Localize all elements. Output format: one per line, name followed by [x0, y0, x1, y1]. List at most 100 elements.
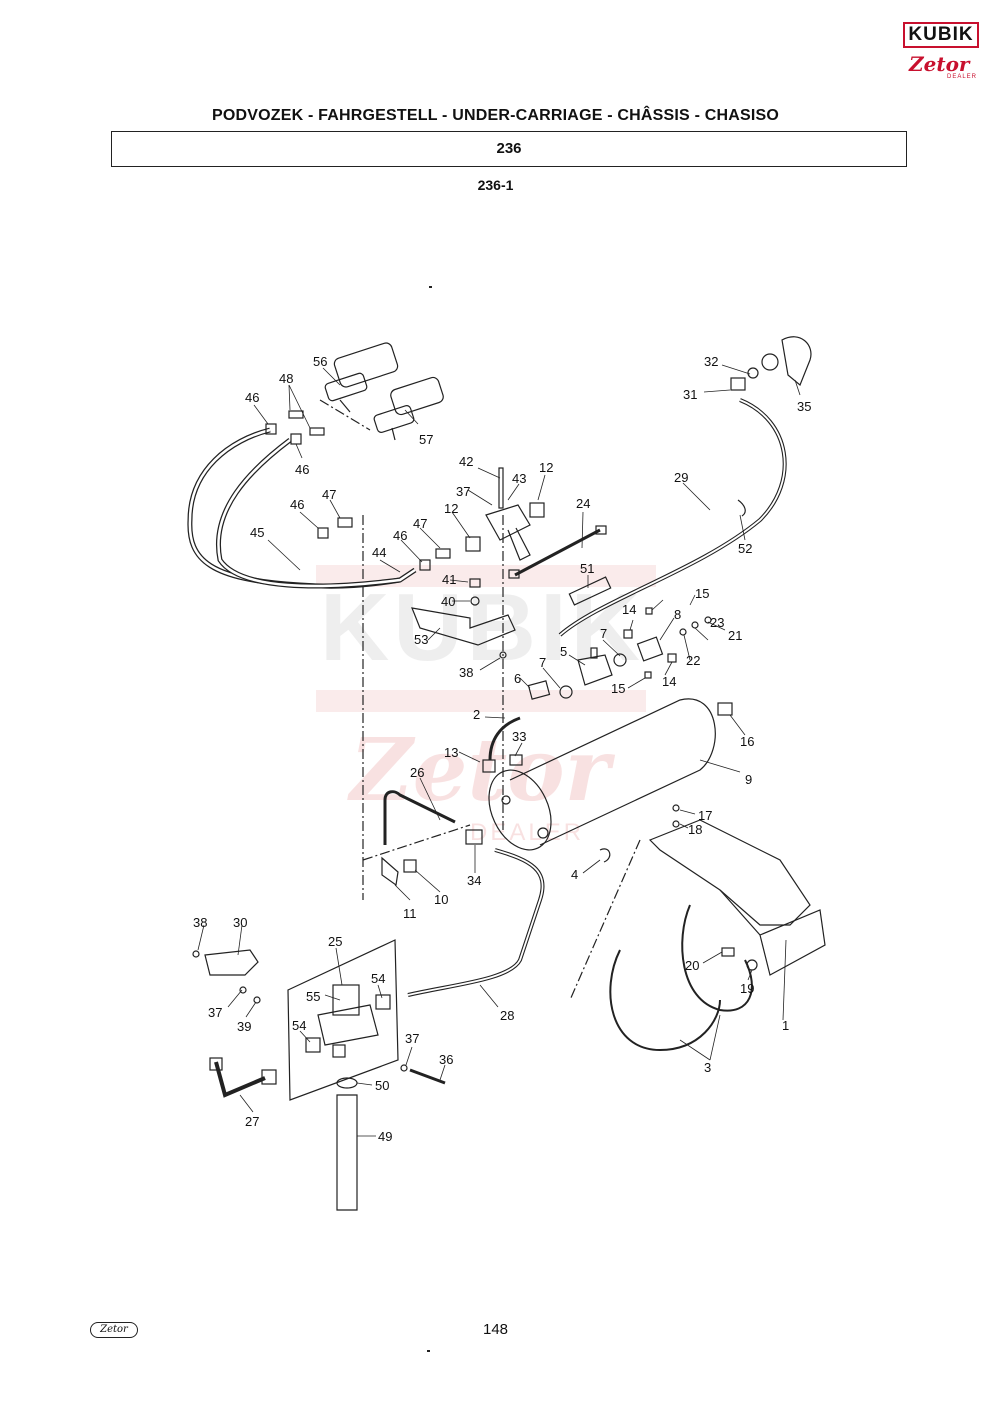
fitting-34	[465, 829, 483, 845]
part-label: 38	[459, 665, 473, 680]
part-label: 15	[611, 681, 625, 696]
fitting-6	[527, 680, 551, 700]
strap-3	[609, 949, 721, 1052]
rod-24-end	[595, 525, 607, 535]
valve-55	[317, 984, 379, 1058]
washer-18	[672, 820, 680, 828]
bolt-41	[469, 578, 481, 588]
fitting-10	[403, 859, 417, 873]
strap-3	[681, 904, 753, 1012]
part-label: 5	[560, 644, 567, 659]
part-label: 55	[306, 989, 320, 1004]
drawing	[187, 336, 826, 1211]
fitting-46	[317, 527, 329, 539]
part-label: 41	[442, 572, 456, 587]
subsection-number: 236-1	[477, 177, 514, 193]
page-title: PODVOZEK - FAHRGESTELL - UNDER-CARRIAGE …	[211, 107, 780, 124]
fitting-48	[288, 410, 304, 419]
leader-lines	[197, 364, 801, 1137]
fitting-54	[375, 994, 391, 1010]
fitting-12	[529, 502, 545, 518]
part-label: 16	[740, 734, 754, 749]
bracket-53	[411, 607, 516, 646]
part-label: 7	[600, 626, 607, 641]
watermark-brand: Zetor	[347, 720, 616, 821]
valve-5	[577, 647, 613, 686]
part-label: 14	[622, 602, 636, 617]
logo-brand: Zetor	[909, 52, 970, 76]
part-label: 20	[685, 958, 699, 973]
part-label: 46	[290, 497, 304, 512]
nut-38	[499, 651, 507, 659]
part-label: 49	[378, 1129, 392, 1144]
part-label: 19	[740, 981, 754, 996]
part-label: 13	[444, 745, 458, 760]
part-label: 56	[313, 354, 327, 369]
part-label: 57	[419, 432, 433, 447]
coupling-head-57	[373, 376, 444, 441]
bolt-39	[253, 996, 261, 1004]
screw-21	[704, 616, 712, 624]
fitting-12	[465, 536, 481, 552]
nut-38	[192, 950, 200, 958]
part-label: 7	[539, 655, 546, 670]
pipe-29-inner	[559, 399, 786, 636]
valve-43	[485, 467, 531, 561]
part-label: 33	[512, 729, 526, 744]
part-label: 29	[674, 470, 688, 485]
nut-14	[667, 653, 677, 663]
part-label: 40	[441, 594, 455, 609]
drain-valve-4	[599, 848, 611, 863]
fitting-46	[290, 433, 302, 445]
part-label: 25	[328, 934, 342, 949]
nut-37	[239, 986, 247, 994]
section-number: 236	[111, 131, 907, 167]
watermark-word: KUBIK	[320, 574, 644, 681]
fitting-47	[435, 548, 451, 559]
nut-17	[672, 804, 680, 812]
part-label: 48	[279, 371, 293, 386]
washer-19	[746, 959, 758, 971]
part-label: 46	[295, 462, 309, 477]
stray-mark	[429, 286, 432, 288]
part-label: 51	[580, 561, 594, 576]
fitting-47	[337, 517, 353, 528]
part-label: 45	[250, 525, 264, 540]
part-label: 28	[500, 1008, 514, 1023]
footer-brand-logo: Zetor	[90, 1322, 138, 1338]
nut-37	[400, 1064, 408, 1072]
part-label: 22	[686, 653, 700, 668]
part-label: 50	[375, 1078, 389, 1093]
part-label: 38	[193, 915, 207, 930]
part-label: 14	[662, 674, 676, 689]
fitting-27	[209, 1057, 223, 1071]
guide-line	[569, 839, 641, 1001]
spring-51	[568, 576, 612, 606]
elbow-11	[381, 856, 399, 887]
part-label: 31	[683, 387, 697, 402]
nut-15	[645, 607, 653, 615]
nut-14	[623, 629, 633, 639]
nut-15	[644, 671, 652, 679]
washer-23	[691, 621, 699, 629]
fitting-54	[305, 1037, 321, 1053]
part-label: 2	[473, 707, 480, 722]
fitting-13	[482, 759, 496, 773]
part-label: 8	[674, 607, 681, 622]
part-labels: 56 48 46 46 57 42 37 43 12 24 12 47 46 4…	[193, 354, 811, 1144]
part-label: 42	[459, 454, 473, 469]
part-label: 18	[688, 822, 702, 837]
part-label: 4	[571, 867, 578, 882]
part-label: 11	[403, 906, 417, 921]
part-label: 54	[292, 1018, 306, 1033]
coupling-35	[730, 336, 812, 391]
guide-line	[362, 824, 471, 861]
part-label: 1	[782, 1018, 789, 1033]
bolt-36	[409, 1068, 446, 1085]
part-label: 47	[322, 487, 336, 502]
part-label: 36	[439, 1052, 453, 1067]
part-label: 6	[514, 671, 521, 686]
watermark-bar-lower	[316, 690, 646, 712]
part-label: 17	[698, 808, 712, 823]
